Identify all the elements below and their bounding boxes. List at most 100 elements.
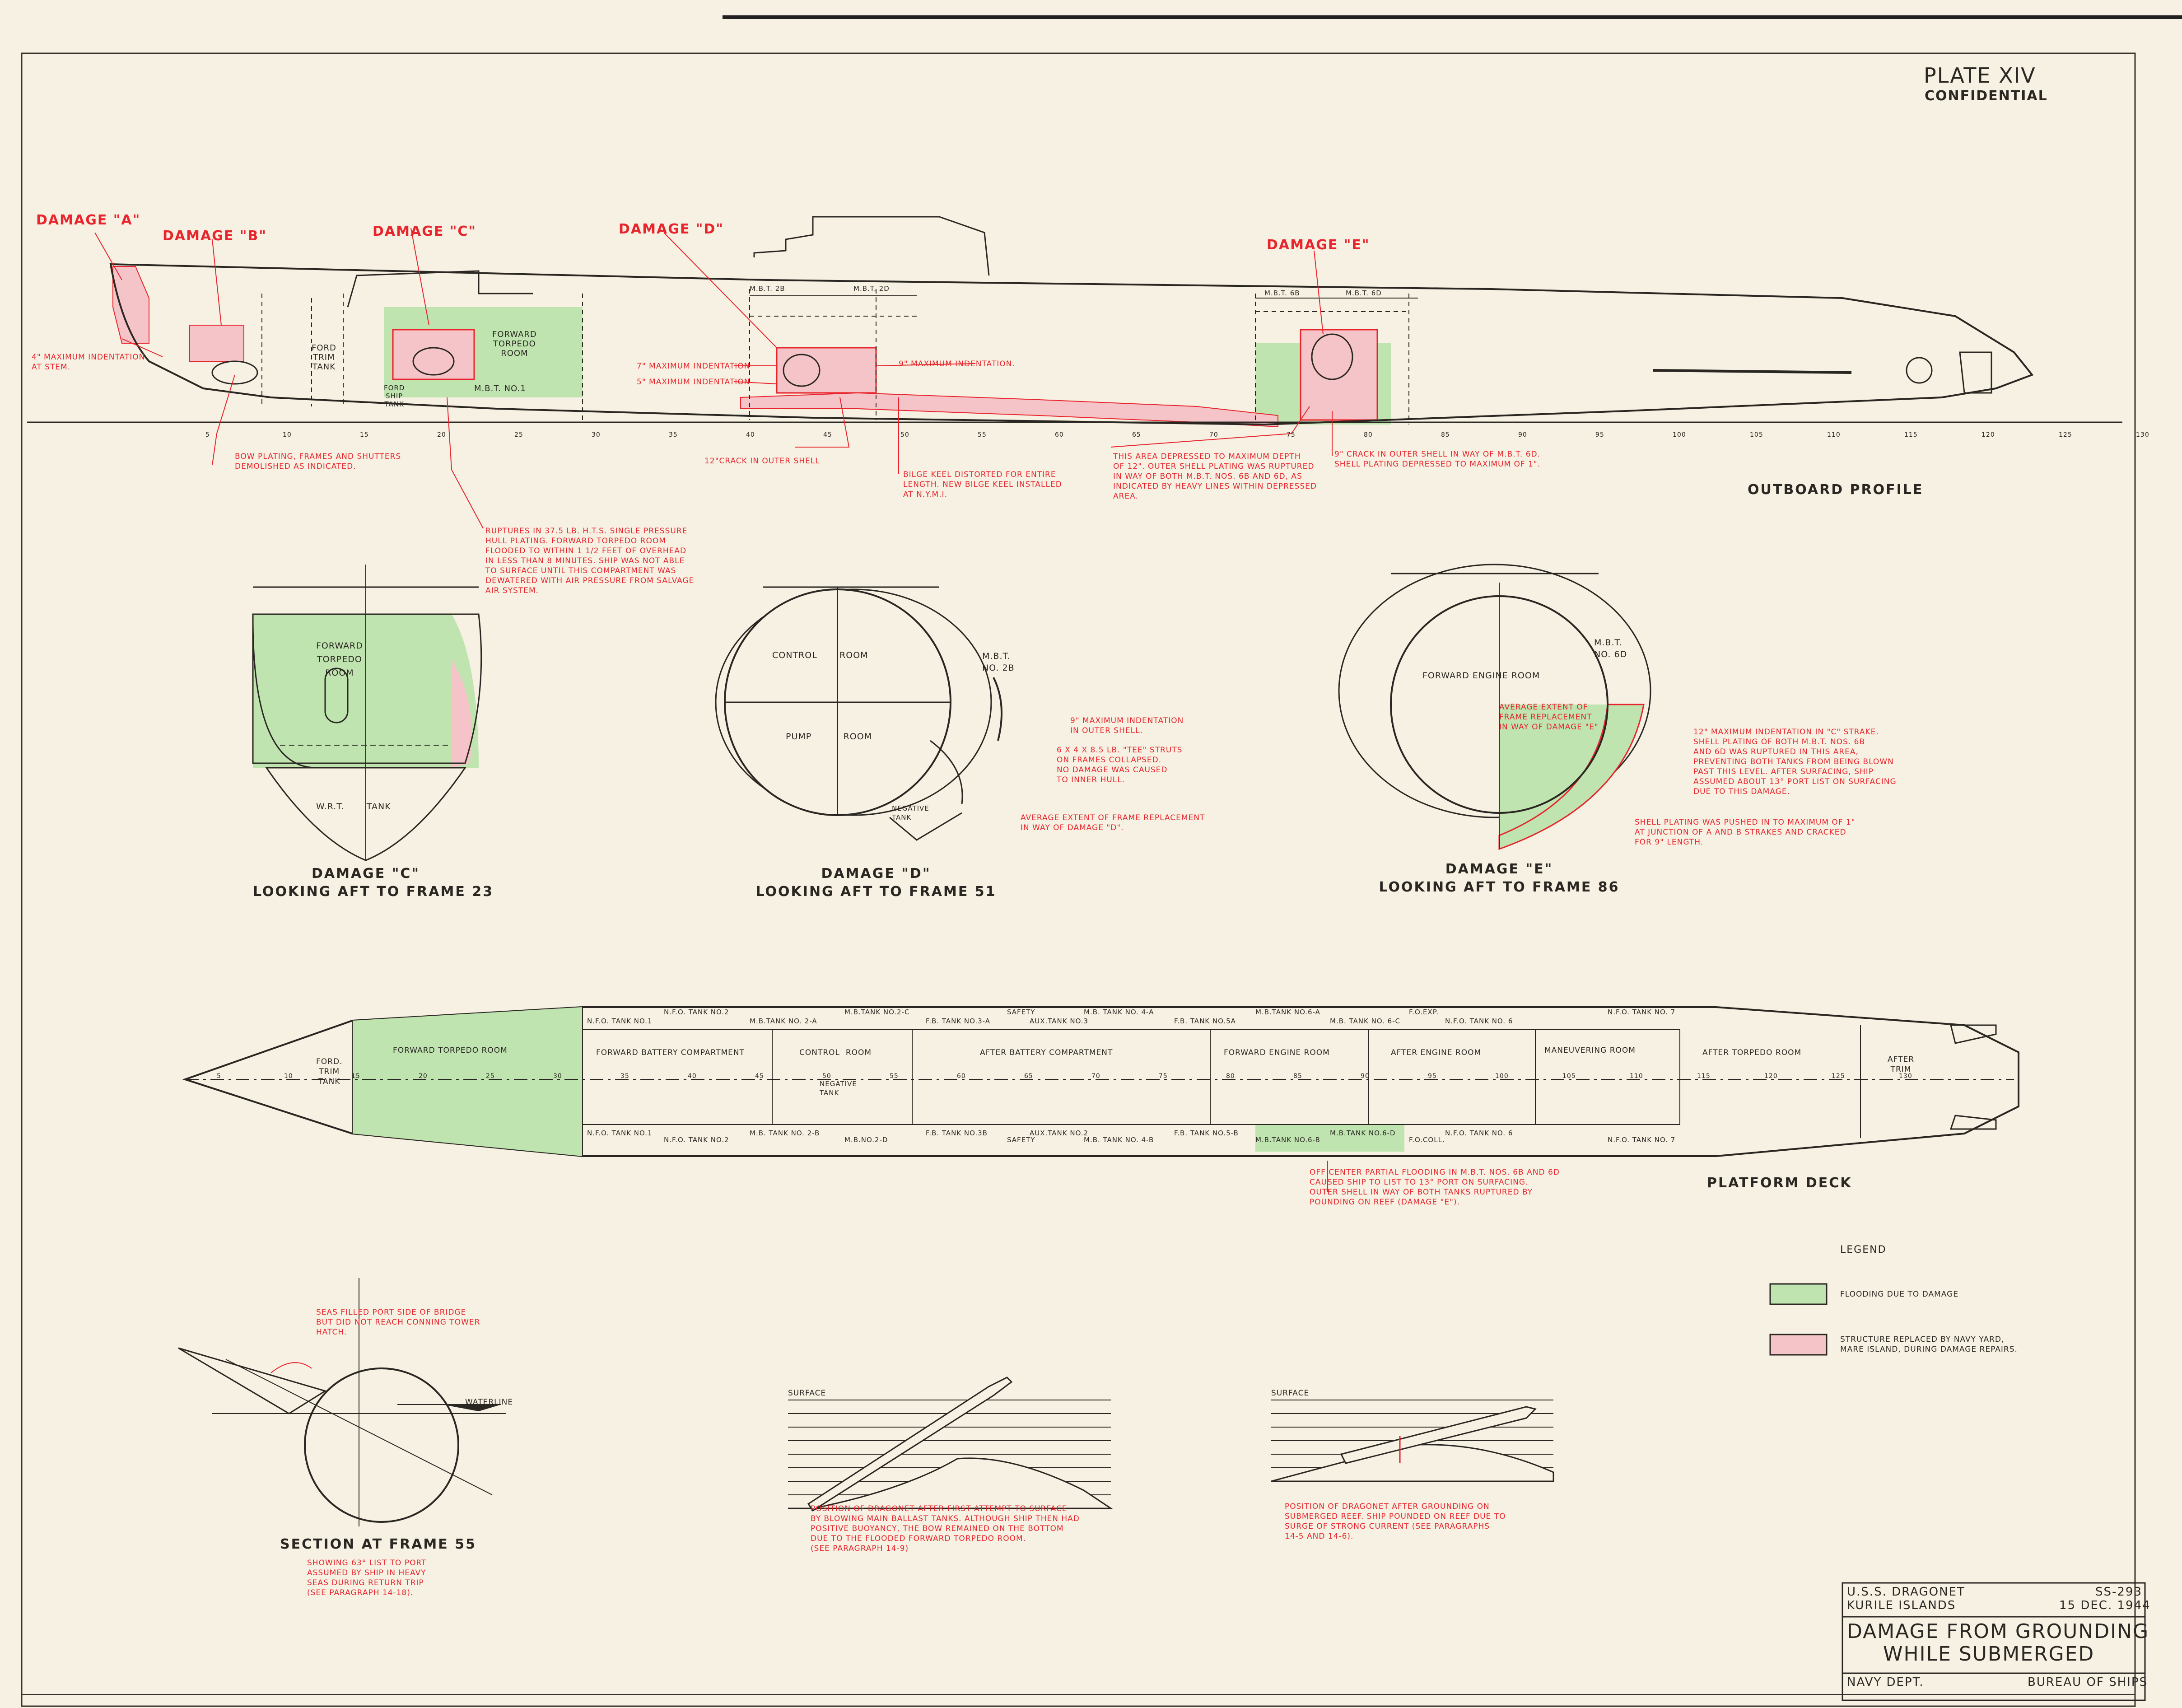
deck-bottom-tank-label: M.B.NO.2-D — [844, 1136, 888, 1144]
deck-compartment-label: AFTER TORPEDO ROOM — [1702, 1048, 1802, 1057]
deck-frame-tick-label: 110 — [1630, 1073, 1643, 1080]
damage-a-label: DAMAGE "A" — [36, 212, 141, 228]
deck-top-tank-label: M.B. TANK NO. 4-A — [1084, 1008, 1154, 1016]
deck-top-tank-label: N.F.O. TANK NO. 6 — [1445, 1017, 1513, 1025]
mbt-no1-label: M.B.T. NO.1 — [474, 384, 526, 393]
deck-top-tank-label: M.B.TANK NO.6-A — [1255, 1008, 1320, 1016]
deck-frame-tick-label: 15 — [351, 1073, 360, 1080]
deck-frame-tick-label: 10 — [284, 1073, 293, 1080]
section55-heading: SECTION AT FRAME 55 — [280, 1536, 476, 1552]
profile-frame-tick-label: 65 — [1132, 431, 1141, 439]
deck-bottom-tank-label: M.B. TANK NO. 2-B — [750, 1129, 820, 1137]
tb-hull: SS-293 — [2095, 1585, 2143, 1599]
deck-top-tank-label: N.F.O. TANK NO.2 — [664, 1008, 729, 1016]
deck-frame-tick-label: 55 — [890, 1073, 899, 1080]
deck-frame-tick-label: 120 — [1764, 1073, 1778, 1080]
section-d-mbt-label: M.B.T. NO. 2B — [982, 651, 1015, 673]
damage-e-label: DAMAGE "E" — [1267, 237, 1370, 253]
legend-repair-label: STRUCTURE REPLACED BY NAVY YARD, MARE IS… — [1840, 1335, 2018, 1354]
section-d-note2: 6 X 4 X 8.5 LB. "TEE" STRUTS ON FRAMES C… — [1057, 746, 1183, 784]
deck-frame-tick-label: 80 — [1226, 1073, 1235, 1080]
profile-frame-tick-label: 20 — [437, 431, 446, 439]
section-e-drawing — [1338, 564, 1651, 850]
note-bow: BOW PLATING, FRAMES AND SHUTTERS DEMOLIS… — [235, 452, 401, 471]
deck-frame-tick-label: 25 — [486, 1073, 495, 1080]
deck-note: OFF CENTER PARTIAL FLOODING IN M.B.T. NO… — [1310, 1168, 1560, 1207]
section55-waterline: WATERLINE — [465, 1398, 513, 1407]
deck-frame-tick-label: 65 — [1024, 1073, 1033, 1080]
section-d-control-label: CONTROL ROOM — [772, 650, 868, 660]
tb-location: KURILE ISLANDS — [1847, 1599, 1956, 1612]
deck-top-tank-label: M.B.TANK NO.2-C — [844, 1008, 910, 1016]
deck-top-tank-label: M.B. TANK NO. 6-C — [1330, 1017, 1401, 1025]
deck-top-tank-label: SAFETY — [1007, 1008, 1035, 1016]
section-e-note2: SHELL PLATING WAS PUSHED IN TO MAXIMUM O… — [1635, 818, 1856, 847]
deck-bottom-tank-label: F.B. TANK NO.5-B — [1174, 1129, 1239, 1137]
outboard-profile-heading: OUTBOARD PROFILE — [1748, 482, 1924, 498]
deck-compartment-label: AFTER ENGINE ROOM — [1391, 1048, 1482, 1057]
damage-d-label: DAMAGE "D" — [619, 221, 724, 237]
deck-frame-tick-label: 115 — [1697, 1073, 1711, 1080]
deck-bottom-tank-label: SAFETY — [1007, 1136, 1035, 1144]
profile-frame-tick-label: 100 — [1673, 431, 1686, 439]
deck-bottom-tank-label: AUX.TANK NO.2 — [1030, 1129, 1089, 1137]
deck-compartment-label: MANEUVERING ROOM — [1544, 1046, 1636, 1055]
deck-frame-tick-label: 50 — [822, 1073, 831, 1080]
note-indent9: 9" MAXIMUM INDENTATION. — [899, 359, 1015, 369]
mbt-6d-label: M.B.T. 6D — [1346, 289, 1382, 297]
deck-compartment-label: AFTER TRIM — [1888, 1055, 1915, 1074]
position-diagram-1 — [788, 1377, 1113, 1512]
section-d-drawing — [715, 586, 1002, 841]
profile-frame-tick-label: 85 — [1441, 431, 1450, 439]
position1-note: POSITION OF DRAGONET AFTER FIRST ATTEMPT… — [811, 1504, 1080, 1553]
position2-surface: SURFACE — [1271, 1389, 1310, 1398]
section-d-heading: DAMAGE "D" LOOKING AFT TO FRAME 51 — [755, 866, 997, 900]
section-c-tank-label: W.R.T. TANK — [316, 802, 391, 812]
note-indent7: 7" MAXIMUM INDENTATION — [637, 362, 751, 371]
platform-deck-drawing — [182, 1006, 2019, 1192]
deck-compartment-label: FORWARD ENGINE ROOM — [1224, 1048, 1330, 1057]
profile-frame-tick-label: 75 — [1287, 431, 1296, 439]
profile-frame-tick-label: 80 — [1364, 431, 1373, 439]
legend-title: LEGEND — [1840, 1244, 1887, 1255]
deck-bottom-tank-label: M.B.TANK NO.6-B — [1255, 1136, 1320, 1144]
section-d-neg-label: NEGATIVE TANK — [892, 804, 929, 821]
note-ruptures: RUPTURES IN 37.5 LB. H.T.S. SINGLE PRESS… — [485, 527, 695, 595]
section55-note-top: SEAS FILLED PORT SIDE OF BRIDGE BUT DID … — [316, 1308, 480, 1337]
section-55-drawing — [178, 1278, 506, 1526]
title-block-frame — [1842, 1582, 2146, 1701]
note-depressed: THIS AREA DEPRESSED TO MAXIMUM DEPTH OF … — [1113, 452, 1317, 501]
deck-bottom-tank-label: N.F.O. TANK NO. 7 — [1608, 1136, 1676, 1144]
deck-frame-tick-label: 90 — [1361, 1073, 1370, 1080]
deck-top-tank-label: F.O.EXP. — [1409, 1008, 1439, 1016]
deck-frame-tick-label: 20 — [419, 1073, 428, 1080]
profile-frame-tick-label: 35 — [669, 431, 678, 439]
profile-frame-tick-label: 90 — [1518, 431, 1527, 439]
deck-bottom-tank-label: M.B.TANK NO.6-D — [1330, 1129, 1396, 1137]
section-e-note-inner: AVERAGE EXTENT OF FRAME REPLACEMENT IN W… — [1499, 703, 1599, 732]
damage-b-label: DAMAGE "B" — [163, 228, 267, 244]
profile-frame-tick-label: 125 — [2059, 431, 2072, 439]
section-c-heading: DAMAGE "C" LOOKING AFT TO FRAME 23 — [253, 866, 494, 900]
section-e-mbt-label: M.B.T. NO. 6D — [1594, 638, 1627, 659]
deck-top-tank-label: N.F.O. TANK NO.1 — [587, 1017, 653, 1025]
deck-bottom-tank-label: N.F.O. TANK NO.2 — [664, 1136, 729, 1144]
position1-surface: SURFACE — [788, 1389, 826, 1398]
deck-frame-tick-label: 30 — [553, 1073, 562, 1080]
tb-ship: U.S.S. DRAGONET — [1847, 1585, 1965, 1599]
deck-frame-tick-label: 100 — [1495, 1073, 1509, 1080]
deck-top-tank-label: M.B.TANK NO. 2-A — [750, 1017, 817, 1025]
section-d-note3: AVERAGE EXTENT OF FRAME REPLACEMENT IN W… — [1021, 813, 1205, 832]
mbt-6b-label: M.B.T. 6B — [1264, 289, 1300, 297]
position-diagram-2 — [1271, 1400, 1554, 1482]
tb-bureau: BUREAU OF SHIPS — [2028, 1675, 2148, 1689]
plate-title: PLATE XIV — [1924, 63, 2036, 88]
deck-top-tank-label: F.B. TANK NO.5A — [1174, 1017, 1236, 1025]
deck-top-tank-label: N.F.O. TANK NO. 7 — [1608, 1008, 1676, 1016]
profile-frame-tick-label: 110 — [1827, 431, 1841, 439]
profile-frame-tick-label: 60 — [1055, 431, 1064, 439]
tb-date: 15 DEC. 1944 — [2059, 1599, 2151, 1612]
deck-top-tank-label: F.B. TANK NO.3-A — [926, 1017, 990, 1025]
mbt-2d-label: M.B.T. 2D — [853, 285, 890, 293]
deck-bottom-tank-label: F.B. TANK NO.3B — [926, 1129, 988, 1137]
